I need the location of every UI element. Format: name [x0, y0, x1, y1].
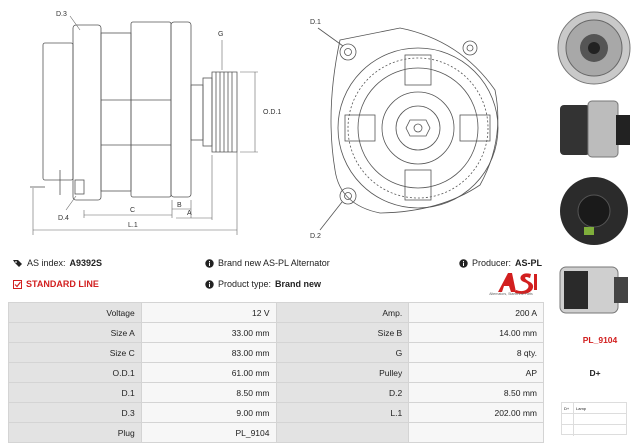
spec-key: Plug — [8, 422, 142, 443]
spec-key: O.D.1 — [8, 362, 142, 383]
spec-value: 200 A — [408, 302, 544, 323]
spec-value: 61.00 mm — [140, 362, 277, 383]
label-od1: O.D.1 — [263, 109, 281, 116]
spec-key: Size B — [275, 322, 410, 343]
table-row: Voltage 12 V Amp. 200 A — [8, 302, 544, 323]
spec-key: Size A — [8, 322, 142, 343]
plug-terminal-table: D+ Lamp — [561, 402, 627, 436]
spec-value: 14.00 mm — [408, 322, 544, 343]
info-icon — [205, 279, 214, 289]
alternator-front-image — [557, 11, 631, 85]
product-photo-angle[interactable] — [553, 254, 635, 326]
dimension-lines — [32, 15, 258, 235]
label-d3: D.3 — [56, 11, 67, 18]
alternator-side-image — [560, 100, 630, 158]
product-type-row: Product type: Brand new — [205, 279, 321, 289]
spec-value: 9.00 mm — [140, 402, 277, 423]
product-photo-front[interactable] — [553, 4, 635, 92]
spec-key — [275, 422, 410, 443]
spec-value: 202.00 mm — [408, 402, 544, 423]
label-d4: D.4 — [58, 215, 69, 222]
terminal-pin: D+ — [564, 405, 570, 411]
spec-key: G — [275, 342, 410, 363]
spec-value: 83.00 mm — [140, 342, 277, 363]
alternator-angle-image — [559, 266, 628, 314]
info-icon — [205, 258, 214, 268]
spec-key: D.1 — [8, 382, 142, 403]
producer-label: Producer: — [472, 258, 512, 268]
spec-value: 8.50 mm — [140, 382, 277, 403]
front-view — [317, 27, 499, 231]
table-row: D.1 8.50 mm D.2 8.50 mm — [8, 382, 544, 403]
table-row: Plug PL_9104 — [8, 422, 544, 443]
description-text: Brand new AS-PL Alternator — [218, 258, 330, 268]
alternator-dimension-drawing: D.3 G O.D.1 D.4 C B A L.1 — [30, 11, 499, 240]
checkbox-icon — [13, 279, 22, 289]
label-d1: D.1 — [310, 19, 321, 26]
spec-value: 12 V — [140, 302, 277, 323]
label-d2: D.2 — [310, 233, 321, 240]
as-index-row: AS index: A9392S — [13, 258, 102, 268]
side-view — [30, 21, 238, 201]
product-type-label: Product type: — [218, 279, 272, 289]
specifications-table: Voltage 12 V Amp. 200 A Size A 33.00 mm … — [8, 302, 544, 443]
info-icon — [459, 258, 468, 268]
label-g: G — [218, 31, 223, 38]
spec-value — [408, 422, 544, 443]
producer-row: Producer: AS-PL — [459, 258, 542, 268]
standard-line-label: STANDARD LINE — [26, 279, 99, 289]
spec-key: Size C — [8, 342, 142, 363]
as-pl-logo — [498, 273, 537, 294]
spec-value: 33.00 mm — [140, 322, 277, 343]
terminal-row — [562, 425, 626, 436]
spec-key: D.3 — [8, 402, 142, 423]
plug-terminal: D+ — [589, 368, 601, 378]
product-type-value: Brand new — [275, 279, 322, 289]
spec-key: Pulley — [275, 362, 410, 383]
spec-value: AP — [408, 362, 544, 383]
spec-key: D.2 — [275, 382, 410, 403]
producer-value: AS-PL — [515, 258, 543, 268]
spec-value: 8.50 mm — [408, 382, 544, 403]
label-c: C — [130, 207, 135, 214]
spec-key: Voltage — [8, 302, 142, 323]
spec-value: 8 qty. — [408, 342, 544, 363]
table-row: D.3 9.00 mm L.1 202.00 mm — [8, 402, 544, 423]
spec-key: Amp. — [275, 302, 410, 323]
label-a: A — [187, 210, 192, 217]
label-b: B — [177, 202, 182, 209]
plug-code[interactable]: PL_9104 — [582, 335, 618, 345]
terminal-desc: Lamp — [576, 405, 587, 411]
tag-icon — [13, 259, 22, 267]
terminal-row: D+ Lamp — [562, 403, 626, 414]
standard-line-row: STANDARD LINE — [13, 279, 99, 289]
as-index-value: A9392S — [69, 258, 103, 268]
product-photo-rear[interactable] — [553, 166, 635, 252]
description-row: Brand new AS-PL Alternator — [205, 258, 330, 268]
terminal-row — [562, 414, 626, 425]
as-index-label: AS index: — [27, 258, 66, 268]
product-photo-side[interactable] — [553, 94, 635, 164]
label-l1: L.1 — [128, 222, 138, 229]
spec-value: PL_9104 — [140, 422, 277, 443]
table-row: Size A 33.00 mm Size B 14.00 mm — [8, 322, 544, 343]
technical-drawing: D.3 G O.D.1 D.4 C B A L.1 — [0, 0, 545, 250]
logo-tagline: Alternators, Starters & Parts — [489, 292, 533, 296]
alternator-rear-image — [560, 177, 628, 245]
table-row: O.D.1 61.00 mm Pulley AP — [8, 362, 544, 383]
spec-key: L.1 — [275, 402, 410, 423]
table-row: Size C 83.00 mm G 8 qty. — [8, 342, 544, 363]
